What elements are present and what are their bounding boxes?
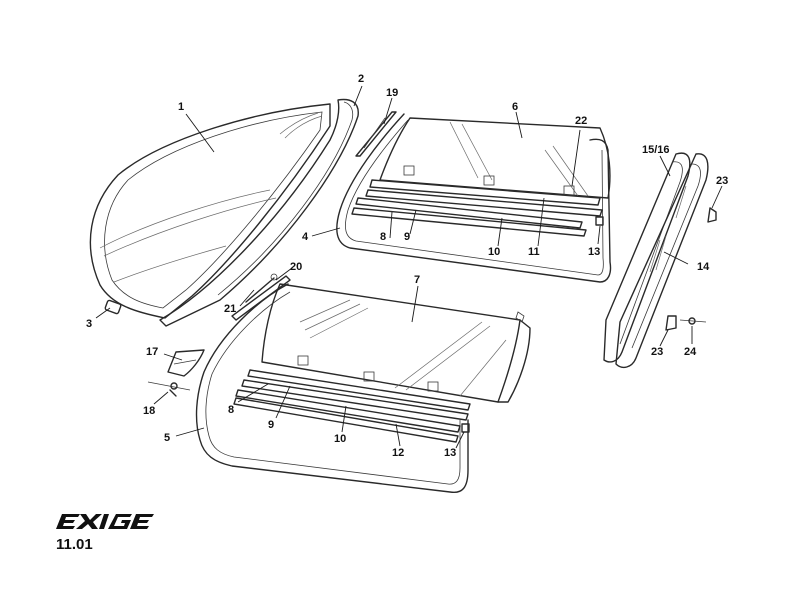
callout-5: 5 — [164, 432, 170, 444]
channel-strips-lower — [233, 355, 471, 443]
leader-lines — [95, 85, 723, 449]
windscreen-seal — [159, 98, 359, 327]
door-glass-lower — [261, 283, 531, 403]
callout-24: 24 — [684, 346, 697, 358]
bracket-part-23 — [665, 207, 717, 331]
callout-7: 7 — [414, 274, 420, 286]
callout-1: 1 — [178, 101, 184, 113]
callout-22: 22 — [575, 115, 587, 127]
callout-13-lower: 13 — [444, 447, 456, 459]
clip-part-13-upper — [595, 216, 604, 226]
mirror-bracket — [167, 349, 205, 377]
clip-part-3 — [104, 299, 122, 315]
callout-9-upper: 9 — [404, 231, 410, 243]
callout-11: 11 — [528, 246, 540, 258]
callout-6: 6 — [512, 101, 518, 113]
callout-12: 12 — [392, 447, 404, 459]
door-seal-lower — [195, 283, 469, 494]
door-seal-upper — [336, 113, 612, 283]
callout-8-lower: 8 — [228, 404, 234, 416]
callout-4: 4 — [302, 231, 309, 243]
callout-14: 14 — [697, 261, 710, 273]
callout-numbers: 1 2 3 4 5 6 7 8 8 9 9 10 10 11 12 13 13 … — [86, 73, 728, 459]
callout-10-upper: 10 — [488, 246, 500, 258]
callout-3: 3 — [86, 318, 92, 330]
callout-21: 21 — [224, 303, 236, 315]
callout-2: 2 — [358, 73, 364, 85]
quarter-glass-assembly — [603, 152, 709, 369]
callout-10-lower: 10 — [334, 433, 346, 445]
door-rods — [231, 273, 291, 321]
callout-19: 19 — [386, 87, 398, 99]
callout-18: 18 — [143, 405, 155, 417]
screw-part-18 — [147, 381, 191, 397]
screw-part-24 — [679, 317, 707, 325]
exige-logo — [56, 514, 154, 529]
callout-15-16: 15/16 — [642, 144, 670, 156]
callout-23-upper: 23 — [716, 175, 728, 187]
callout-13-upper: 13 — [588, 246, 600, 258]
clip-part-13-lower — [461, 423, 470, 433]
page-reference: 11.01 — [56, 536, 93, 553]
channel-strips-upper — [351, 165, 603, 237]
callout-20: 20 — [290, 261, 302, 273]
callout-8-upper: 8 — [380, 231, 386, 243]
trim-strip — [355, 111, 397, 157]
callout-23-lower: 23 — [651, 346, 663, 358]
callout-17: 17 — [146, 346, 158, 358]
door-glass-upper — [379, 117, 611, 199]
callout-9-lower: 9 — [268, 419, 274, 431]
windscreen-glass — [89, 103, 331, 319]
